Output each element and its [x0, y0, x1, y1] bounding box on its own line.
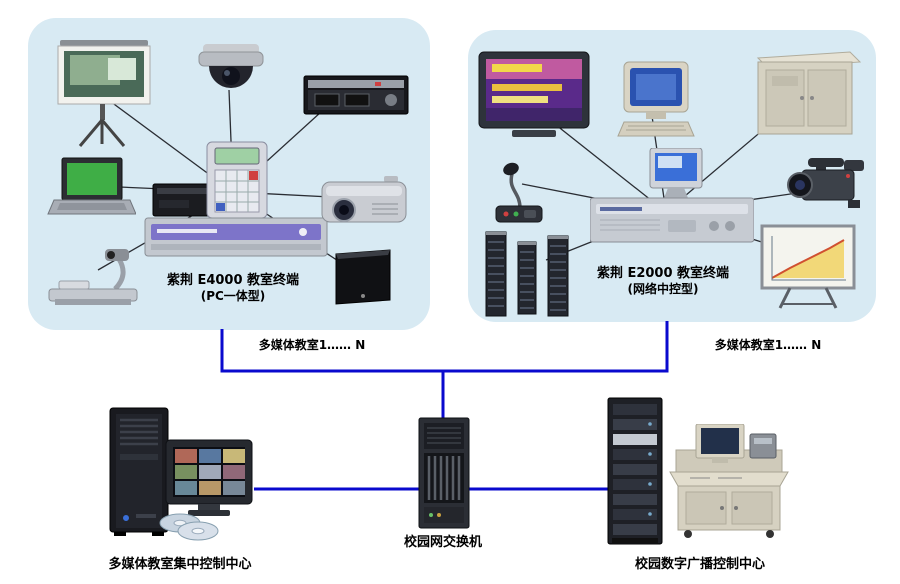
- classroom-left-caption: 多媒体教室1…… N: [258, 338, 366, 352]
- copy-board-icon: [760, 224, 860, 312]
- classroom-left-title: 紫荆 E4000 教室终端: [166, 273, 300, 288]
- classroom-right-title: 紫荆 E2000 教室终端: [596, 266, 730, 281]
- broadcast-center-label: 校园数字广播控制中心: [634, 557, 765, 572]
- projection-screen-icon: [50, 38, 156, 150]
- video-projector-icon: [320, 172, 408, 230]
- podium-cabinet-icon: [744, 48, 864, 142]
- cd-discs-icon: [158, 510, 222, 542]
- dome-camera-icon: [193, 40, 269, 108]
- document-camera-icon: [45, 243, 141, 311]
- desktop-computer-icon: [616, 60, 696, 150]
- classroom-left-subtitle: (PC一体型): [200, 289, 266, 303]
- laptop-computer-icon: [46, 156, 137, 218]
- control-console-icon: [666, 423, 792, 538]
- gooseneck-microphone-icon: [486, 148, 550, 228]
- video-camera-icon: [786, 152, 870, 216]
- column-speakers-icon: [484, 228, 576, 320]
- classroom-right-caption: 多媒体教室1…… N: [714, 338, 822, 352]
- speaker-box-icon: [328, 246, 398, 308]
- cassette-deck-icon: [303, 72, 409, 118]
- classroom-right-label: 紫荆 E2000 教室终端 (网络中控型): [563, 266, 763, 297]
- broadcast-rack-icon: [606, 396, 664, 550]
- e2000-terminal-icon: [589, 147, 755, 248]
- campus-switch-label: 校园网交换机: [403, 535, 482, 550]
- e4000-terminal-icon: [143, 140, 329, 258]
- surveillance-monitor-icon: [164, 438, 254, 520]
- classroom-left-label: 紫荆 E4000 教室终端 (PC一体型): [133, 273, 333, 304]
- plasma-display-icon: [478, 50, 590, 140]
- network-switch-icon: [417, 416, 471, 532]
- server-tower-icon: [106, 406, 172, 538]
- classroom-right-subtitle: (网络中控型): [627, 282, 699, 296]
- multimedia-center-label: 多媒体教室集中控制中心: [108, 557, 252, 572]
